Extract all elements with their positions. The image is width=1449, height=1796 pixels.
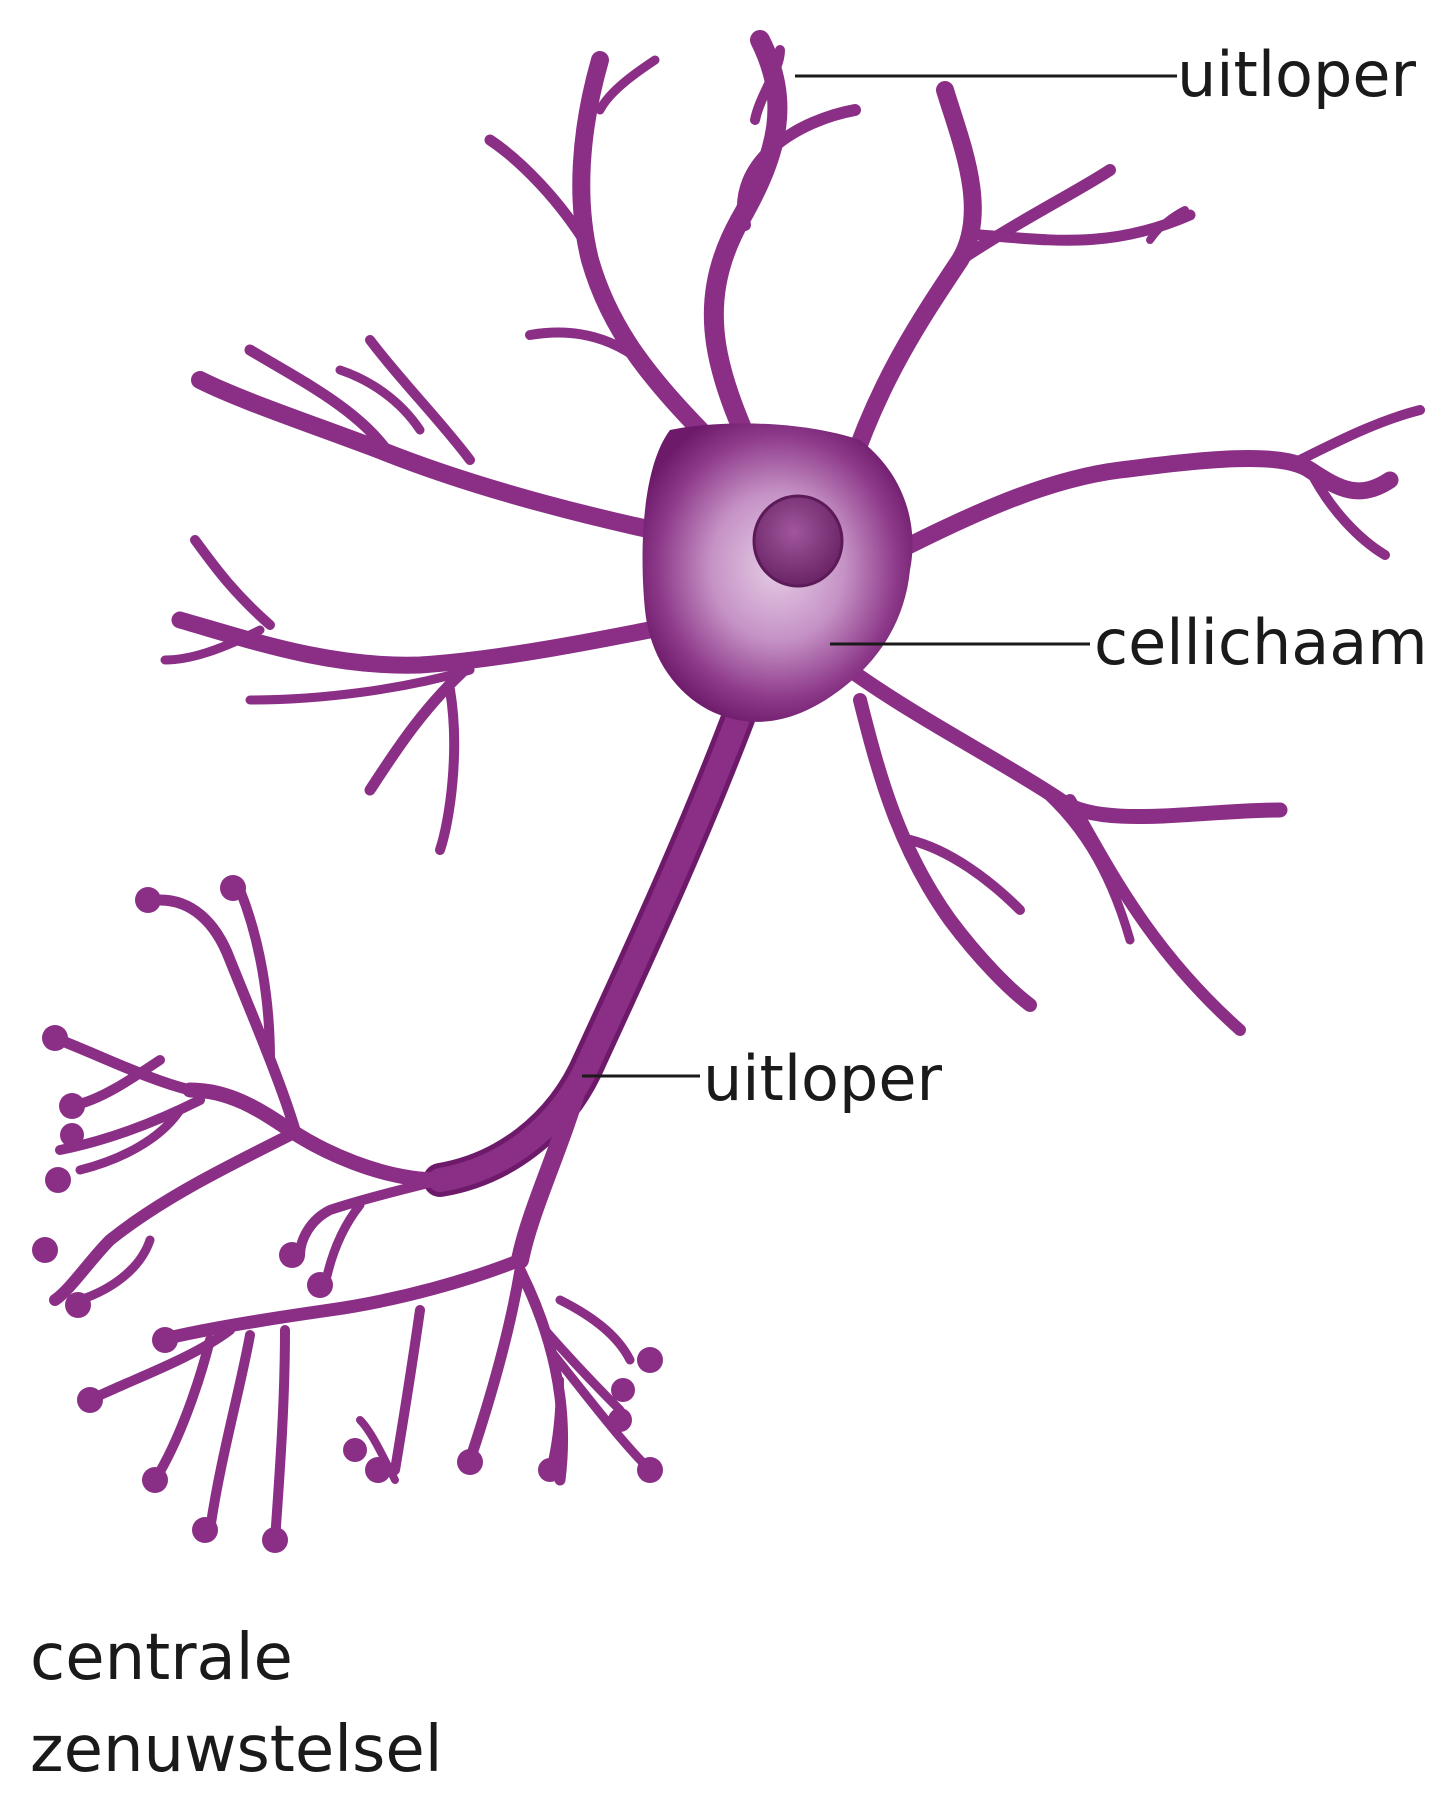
label-central-nervous-system: centrale zenuwstelsel bbox=[30, 1612, 443, 1796]
label-cns-line2: zenuwstelsel bbox=[30, 1704, 443, 1796]
axon bbox=[440, 700, 745, 1260]
label-cell-body: cellichaam bbox=[1094, 612, 1428, 674]
label-top-process: uitloper bbox=[1177, 44, 1416, 106]
nucleus bbox=[754, 496, 842, 586]
label-axon-process: uitloper bbox=[703, 1048, 942, 1110]
label-cns-line1: centrale bbox=[30, 1612, 443, 1704]
synaptic-knobs bbox=[32, 875, 663, 1553]
